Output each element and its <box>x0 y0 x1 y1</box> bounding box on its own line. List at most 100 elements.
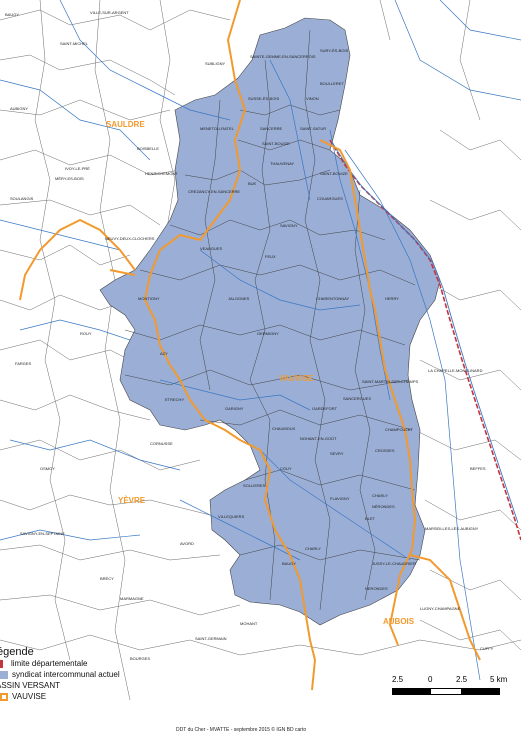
commune-label: CUFFY <box>480 646 494 651</box>
commune-label: NÉRONDES <box>372 504 395 509</box>
commune-label: CHARLY <box>372 493 388 498</box>
legend-label: ASSIN VERSANT <box>0 681 61 690</box>
scale-bar: 2.5 0 2.5 5 km <box>392 675 512 705</box>
commune-label: LA CHAPELLE-MONTLINARD <box>428 368 483 373</box>
commune-label: BLET <box>365 516 376 521</box>
commune-label: SAVIGNY <box>280 223 298 228</box>
place-label: MARMAGNE <box>120 596 144 601</box>
syndicate-area[interactable] <box>99 17 441 626</box>
place-label: SOULANGIS <box>10 196 34 201</box>
commune-label: SOLLIERES <box>243 483 266 488</box>
commune-label: SEVRY <box>330 451 344 456</box>
commune-label: GARDEFORT <box>312 406 338 411</box>
place-label: NEUVY-DEUX-CLOCHERS <box>105 236 155 241</box>
commune-label: FLAVIGNY <box>330 496 350 501</box>
commune-label: SANCERGUES <box>343 396 371 401</box>
rivers <box>0 0 521 681</box>
place-label: SAINT-MICHEL <box>60 41 89 46</box>
basin-label-vauvise: VAUVISE <box>279 374 314 383</box>
place-label: IVOY-LE-PRÉ <box>65 166 90 171</box>
commune-label: GERMIGNY <box>257 331 279 336</box>
place-label: AVORD <box>180 541 194 546</box>
commune-label: CORNUSSE <box>150 441 173 446</box>
basin-label-yevre: YÈVRE <box>118 496 146 505</box>
commune-label: LUGNY-CHAMPAGNE <box>420 606 461 611</box>
place-label: ROUY <box>80 331 92 336</box>
place-label: SAINT-GERMAIN <box>195 636 227 641</box>
commune-label: NOHANT-EN-GOÛT <box>300 436 337 441</box>
outside-labels: BAUGY SAINT-MICHEL HENRICHEMONT VILLE-SU… <box>5 10 227 661</box>
commune-label: SAINT-SATUR <box>300 126 326 131</box>
commune-lines <box>0 0 521 701</box>
commune-label: THAUVENAY <box>270 161 294 166</box>
legend-title: égende <box>0 646 34 658</box>
commune-label: CHAUMOUX <box>272 426 296 431</box>
commune-labels: SAINTE-GEMME-EN-SANCERROIS SURY-ÈS-BOIS … <box>20 48 494 651</box>
commune-label: GARIGNY <box>225 406 244 411</box>
scale-tick-label: 2.5 <box>456 675 468 684</box>
commune-label: SUBLIGNY <box>205 61 226 66</box>
scale-tick-label: 5 km <box>490 675 508 684</box>
place-label: OSMOY <box>40 466 55 471</box>
legend-label: VAUVISE <box>12 692 47 701</box>
commune-label: SAVIGNY-EN-SEPTAINE <box>20 531 65 536</box>
legend-item-dept-limit: limite départementale <box>0 658 180 669</box>
commune-label: JALOGNES <box>228 296 250 301</box>
legend-label: limite départementale <box>11 659 88 668</box>
commune-label: MONTIGNY <box>138 296 160 301</box>
commune-label: NERONDES <box>365 586 388 591</box>
commune-label: BOULLERET <box>320 81 344 86</box>
commune-label: CHAMPOULET <box>385 427 413 432</box>
commune-label: BOISBELLE <box>137 146 159 151</box>
legend-item-vauvise: VAUVISE <box>0 691 180 702</box>
commune-label: SUSSE-ÈS-BOIS <box>248 96 279 101</box>
commune-label: AZY <box>160 351 168 356</box>
commune-label: SAINTE-GEMME-EN-SANCERROIS <box>250 54 316 59</box>
commune-label: MENETOU-RATEL <box>200 126 235 131</box>
place-label: HENRICHEMONT <box>145 171 178 176</box>
place-label: FARGES <box>15 361 32 366</box>
commune-label: SURY-ÈS-BOIS <box>320 48 349 53</box>
commune-label: BRÉCY <box>100 576 114 581</box>
legend-item-syndicate: syndicat intercommunal actuel <box>0 669 180 680</box>
commune-label: SANCERRE <box>260 126 283 131</box>
basin-boundaries <box>19 0 481 691</box>
commune-label: SAINT-MARTIN-DES-CHAMPS <box>362 379 418 384</box>
syndicate-commune-borders <box>124 29 421 611</box>
scale-tick-label: 0 <box>428 675 433 684</box>
commune-label: VEAUGUES <box>200 246 223 251</box>
place-label: BAUGY <box>5 12 19 17</box>
basin-label-sauldre: SAULDRE <box>106 120 145 129</box>
commune-label: VINON <box>306 96 319 101</box>
commune-label: BUE <box>248 181 257 186</box>
place-label: VILLE-SUR-ARGENT <box>90 10 129 15</box>
map-credit: DDT du Cher - MVATTE - septembre 2015 © … <box>176 727 307 733</box>
commune-label: BAUGY <box>282 561 296 566</box>
commune-label: MARSEILLES-LÈS-AUBIGNY <box>425 526 479 531</box>
commune-label: FEUX <box>265 254 276 259</box>
map-legend: égende limite départementale syndicat in… <box>0 646 180 702</box>
commune-label: CROSSES <box>375 448 395 453</box>
place-label: BOURGES <box>130 656 150 661</box>
place-label: MÉRY-ES-BOIS <box>55 176 84 181</box>
commune-label: ETRECHY <box>165 397 184 402</box>
scale-tick-label: 2.5 <box>392 675 404 684</box>
commune-label: COUY <box>280 466 292 471</box>
commune-label: CHARLY <box>305 546 321 551</box>
syndicate-swatch <box>0 670 8 679</box>
legend-label: syndicat intercommunal actuel <box>12 670 120 679</box>
legend-item-basin-header: ASSIN VERSANT <box>0 680 180 691</box>
commune-label: VILLEQUIERS <box>218 514 245 519</box>
commune-label: MOHANT <box>240 621 258 626</box>
commune-label: BEFFES <box>470 466 486 471</box>
commune-label: SAINT-BOUIZE <box>262 141 290 146</box>
commune-label: HERRY <box>385 296 399 301</box>
commune-label: JUSSY-LE-CHAUDRIER <box>372 561 416 566</box>
commune-label: SAINT-BOUIZE <box>320 171 348 176</box>
commune-label: CREZANCY-EN-SANCERRE <box>188 189 240 194</box>
place-label: AUBIGNY <box>10 106 28 111</box>
scale-bar-graphic <box>392 688 500 695</box>
commune-label: COUARGUES <box>317 196 343 201</box>
basin-label-aubois: AUBOIS <box>383 617 415 626</box>
